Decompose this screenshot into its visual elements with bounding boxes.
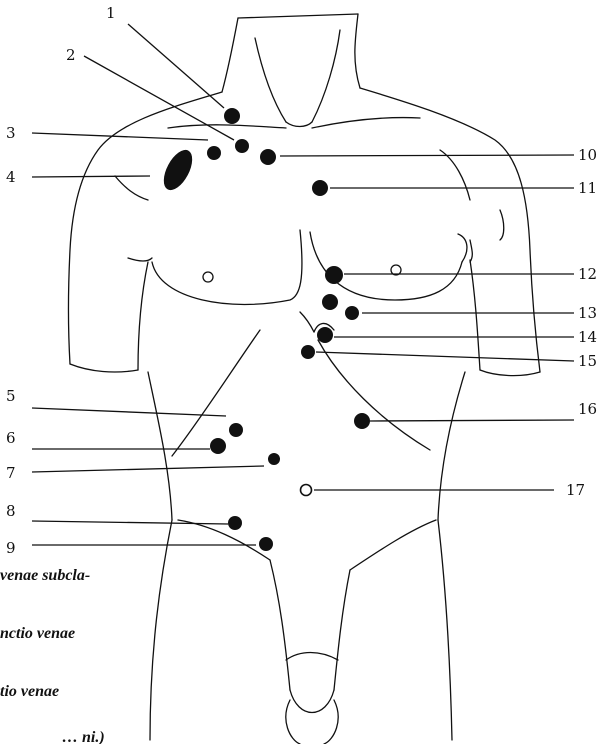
caption-fragments: venae subcla- nctio venae tio venae … ni… xyxy=(0,567,105,744)
point-4 xyxy=(158,145,198,194)
point-9 xyxy=(259,537,273,551)
label-12: 12 xyxy=(578,265,597,283)
label-8: 8 xyxy=(6,502,16,520)
caption-line-3: tio venae xyxy=(0,683,59,700)
label-2: 2 xyxy=(66,46,76,64)
label-16: 16 xyxy=(578,400,597,418)
caption-line-2: nctio venae xyxy=(0,625,75,642)
point-2 xyxy=(235,139,249,153)
torso-outline xyxy=(69,14,541,744)
caption-line-1: venae subcla- xyxy=(0,567,90,584)
point-12b xyxy=(322,294,338,310)
point-10 xyxy=(260,149,276,165)
leader-lines xyxy=(32,24,574,545)
point-16 xyxy=(354,413,370,429)
label-13: 13 xyxy=(578,304,597,322)
label-10: 10 xyxy=(578,146,597,164)
label-11: 11 xyxy=(578,179,597,197)
point-5 xyxy=(229,423,243,437)
label-1: 1 xyxy=(106,4,116,22)
point-17 xyxy=(301,485,312,496)
point-3 xyxy=(207,146,221,160)
point-markers xyxy=(158,108,370,551)
label-14: 14 xyxy=(578,328,597,346)
label-5: 5 xyxy=(6,387,16,405)
label-7: 7 xyxy=(6,464,16,482)
point-13 xyxy=(345,306,359,320)
point-1 xyxy=(224,108,240,124)
point-15 xyxy=(301,345,315,359)
point-14 xyxy=(317,327,333,343)
label-3: 3 xyxy=(6,124,16,142)
label-9: 9 xyxy=(6,539,16,557)
point-8 xyxy=(228,516,242,530)
label-17: 17 xyxy=(566,481,585,499)
point-6 xyxy=(210,438,226,454)
point-11 xyxy=(312,180,328,196)
label-6: 6 xyxy=(6,429,16,447)
label-15: 15 xyxy=(578,352,597,370)
point-12 xyxy=(325,266,343,284)
caption-line-4: … ni.) xyxy=(62,729,105,744)
point-7 xyxy=(268,453,280,465)
label-4: 4 xyxy=(6,168,16,186)
